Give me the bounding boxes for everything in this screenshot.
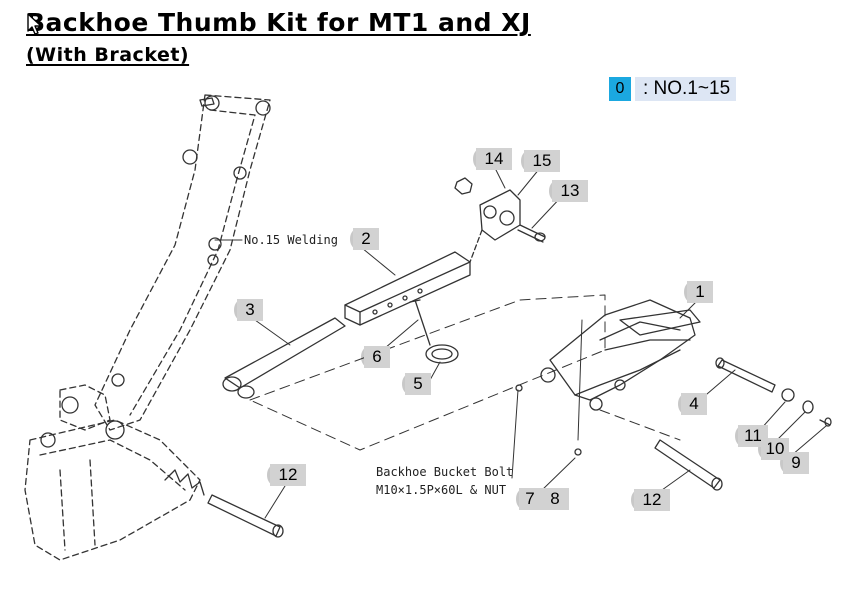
callout-12-lower: 12	[267, 464, 306, 486]
bucket-teeth	[40, 432, 205, 496]
part-14-nut	[454, 177, 473, 195]
callout-2: 2	[350, 228, 379, 250]
callout-14: 14	[473, 148, 512, 170]
mouse-cursor-icon	[27, 13, 42, 35]
legend: 0 : NO.1~15	[609, 77, 737, 101]
callout-15: 15	[521, 150, 560, 172]
bolt-note-line1: Backhoe Bucket Bolt	[376, 465, 514, 479]
page-subtitle: (With Bracket)	[26, 44, 190, 66]
part-12-pin-right	[654, 439, 723, 491]
part-9-10-11-fasteners	[781, 388, 832, 427]
callout-8: 8	[538, 488, 569, 510]
part-2-tube	[344, 251, 471, 326]
legend-key: 0	[609, 77, 631, 101]
callout-4: 4	[678, 393, 707, 415]
part-7-bolt	[511, 384, 523, 479]
callout-11: 11	[735, 425, 768, 447]
callout-13: 13	[549, 180, 588, 202]
callout-6: 6	[361, 346, 390, 368]
callout-12-right: 12	[631, 489, 670, 511]
part-1-thumb	[540, 299, 701, 411]
bolt-note-line2: M10×1.5P×60L & NUT	[376, 483, 507, 497]
callout-7: 7	[516, 488, 541, 510]
callout-1: 1	[684, 281, 713, 303]
part-5-ring	[425, 344, 459, 364]
backhoe-arm	[59, 94, 271, 431]
part-12-pin-lower	[207, 494, 284, 538]
part-15-bracket	[469, 189, 521, 263]
callout-3: 3	[234, 299, 263, 321]
part-13-bolt	[517, 224, 546, 243]
callout-9: 9	[780, 452, 809, 474]
callout-5: 5	[402, 373, 431, 395]
part-4-pin	[715, 357, 776, 393]
part-8-nut	[574, 319, 583, 456]
backhoe-arm-joints	[61, 95, 271, 440]
welding-note: No.15 Welding	[244, 233, 338, 247]
backhoe-bucket	[24, 419, 201, 561]
part-6-pin	[409, 299, 431, 346]
part-3-bar	[222, 317, 346, 399]
legend-text: : NO.1~15	[635, 77, 737, 101]
assembly-guide-lines	[249, 294, 681, 451]
page-title: Backhoe Thumb Kit for MT1 and XJ	[26, 8, 531, 37]
